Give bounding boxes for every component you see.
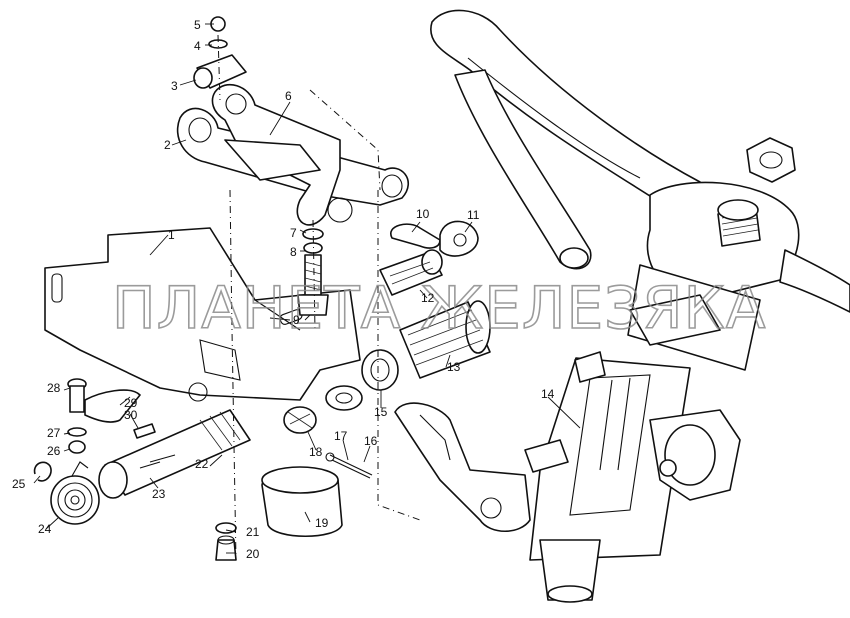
label-part-16: 16 bbox=[364, 434, 378, 448]
steering-wheel bbox=[430, 9, 850, 313]
label-part-28: 28 bbox=[47, 381, 61, 395]
label-part-20: 20 bbox=[246, 547, 260, 561]
label-part-11: 11 bbox=[467, 208, 480, 222]
center-lines bbox=[217, 34, 421, 561]
clip-and-washer bbox=[379, 220, 479, 296]
label-part-13: 13 bbox=[447, 360, 461, 374]
label-part-2: 2 bbox=[164, 138, 171, 152]
label-part-12: 12 bbox=[421, 291, 435, 305]
coil-spring bbox=[33, 461, 100, 525]
label-part-27: 27 bbox=[47, 426, 61, 440]
key-30 bbox=[133, 423, 156, 439]
label-part-30: 30 bbox=[124, 408, 138, 422]
label-part-25: 25 bbox=[12, 477, 26, 491]
bolt-20 bbox=[215, 522, 237, 561]
label-part-10: 10 bbox=[416, 207, 430, 221]
label-part-15: 15 bbox=[374, 405, 388, 419]
label-part-14: 14 bbox=[541, 387, 555, 401]
label-part-9: 9 bbox=[293, 313, 300, 327]
steering-column bbox=[524, 264, 761, 603]
part-labels: 1 2 3 4 5 6 7 8 9 10 11 12 13 14 15 16 1… bbox=[12, 18, 555, 561]
label-part-1: 1 bbox=[168, 228, 175, 242]
lever-14 bbox=[394, 402, 531, 532]
label-part-22: 22 bbox=[195, 457, 209, 471]
label-part-24: 24 bbox=[38, 522, 52, 536]
label-part-8: 8 bbox=[290, 245, 297, 259]
label-part-19: 19 bbox=[315, 516, 329, 530]
label-part-6: 6 bbox=[285, 89, 292, 103]
label-part-29: 29 bbox=[124, 396, 138, 410]
bolt-group bbox=[297, 228, 329, 316]
label-part-5: 5 bbox=[194, 18, 201, 32]
washer-stack bbox=[261, 385, 363, 538]
label-part-21: 21 bbox=[246, 525, 260, 539]
label-part-4: 4 bbox=[194, 39, 201, 53]
leader-lines bbox=[33, 23, 581, 554]
cotter-pin bbox=[325, 452, 373, 479]
label-part-26: 26 bbox=[47, 444, 61, 458]
link-plates bbox=[176, 83, 409, 226]
splined-shaft bbox=[98, 409, 251, 499]
label-part-3: 3 bbox=[171, 79, 178, 93]
shaft-13 bbox=[361, 300, 491, 391]
label-part-7: 7 bbox=[290, 226, 297, 240]
label-part-23: 23 bbox=[152, 487, 166, 501]
pin-assembly bbox=[193, 16, 247, 89]
bolt-28 bbox=[67, 378, 141, 454]
label-part-18: 18 bbox=[309, 445, 323, 459]
label-part-17: 17 bbox=[334, 429, 348, 443]
watermark-text: ПЛАНЕТА ЖЕЛЕЗЯКА bbox=[112, 274, 766, 342]
